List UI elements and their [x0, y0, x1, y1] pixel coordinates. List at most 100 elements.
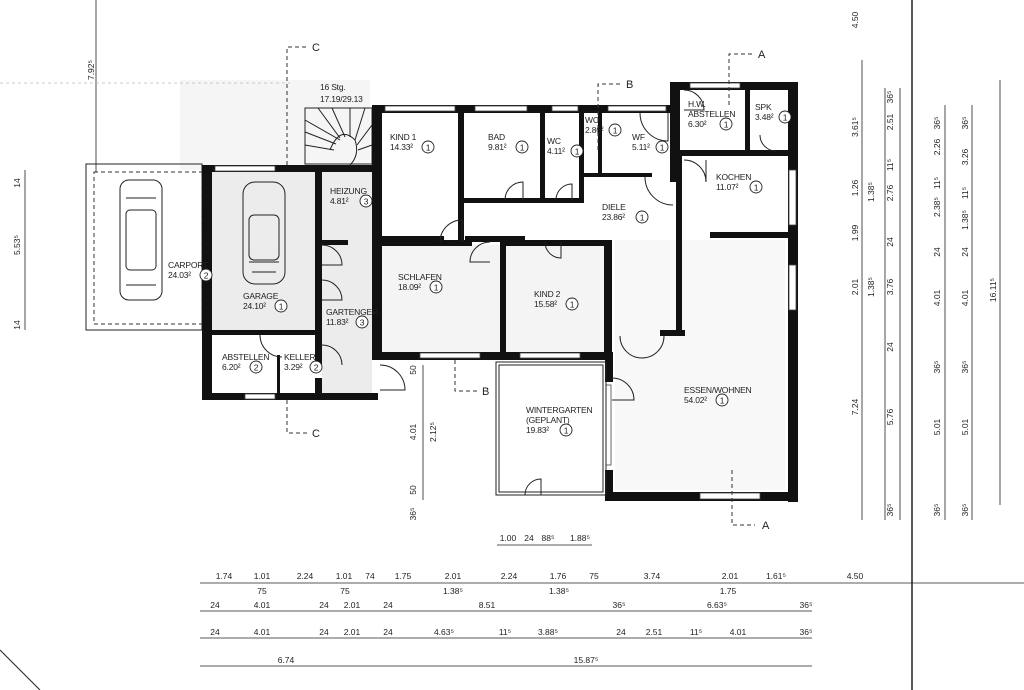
- category-circle-icon: [719, 117, 733, 131]
- room-name: KIND 1: [390, 132, 417, 142]
- room-area: 18.09²: [398, 282, 421, 292]
- dimension-label: 24: [885, 342, 895, 352]
- dimension-label: 4.01: [932, 289, 942, 306]
- room-area: 3.48²: [755, 112, 774, 122]
- stair-steps-label: 16 Stg.: [320, 82, 346, 92]
- room-name: SCHLAFEN: [398, 272, 442, 282]
- room-area: 19.83²: [526, 425, 549, 435]
- dimension-label: 2.24: [297, 571, 314, 581]
- dimension-label: 50: [408, 365, 418, 375]
- dimension-label: 2.38⁵: [932, 197, 942, 217]
- dimension-label: 1.74: [216, 571, 233, 581]
- dimension-label: 2.51: [646, 627, 663, 637]
- room-name: WINTERGARTEN: [526, 405, 592, 415]
- room-area: 4.11²: [547, 146, 565, 156]
- dimension-label: 15.87⁵: [574, 655, 599, 665]
- dimension-label: 2.01: [850, 278, 860, 295]
- room-name: WC: [585, 115, 599, 125]
- dimension-label: 1.38⁵: [960, 210, 970, 230]
- dimension-label: 50: [408, 485, 418, 495]
- dimension-label: 4.01: [408, 423, 418, 440]
- category-circle-icon: [309, 360, 323, 374]
- dimension-label: 4.01: [960, 289, 970, 306]
- category-circle-icon: [515, 140, 529, 154]
- room-name: GARAGE: [243, 291, 279, 301]
- room-name: KOCHEN: [716, 172, 751, 182]
- room-area: 54.02²: [684, 395, 707, 405]
- room-area: 11.83²: [326, 317, 349, 327]
- dimension-label: 24: [885, 237, 895, 247]
- dimension-label: 1.76: [550, 571, 567, 581]
- room-name-line2: ABSTELLEN: [688, 109, 735, 119]
- dimension-label: 11⁵: [960, 187, 970, 199]
- section-lines: [286, 46, 755, 526]
- dimension-label: 36⁵: [960, 117, 970, 130]
- room-area: 11.07²: [716, 182, 739, 192]
- dimension-label: 1.99: [850, 224, 860, 241]
- category-circle-icon: [608, 123, 622, 137]
- dimension-label: 74: [365, 571, 375, 581]
- category-circle-icon: [199, 268, 213, 282]
- room-area: 3.29²: [284, 362, 303, 372]
- section-marker-b-top: B: [626, 79, 633, 91]
- room-name: SPK: [755, 102, 772, 112]
- dimension-label: 7.92⁵: [86, 60, 96, 80]
- room-name: CARPORT: [168, 260, 208, 270]
- room-name: WF: [632, 132, 645, 142]
- room-category: 1: [640, 213, 645, 223]
- dimension-label: 2.01: [722, 571, 739, 581]
- room-name: DIELE: [602, 202, 626, 212]
- room-category: 1: [520, 143, 525, 153]
- dimension-label: 4.01: [730, 627, 747, 637]
- dimension-label: 24: [210, 627, 220, 637]
- windows: [214, 82, 797, 500]
- category-circle-icon: [655, 140, 669, 154]
- room-category: 1: [720, 396, 725, 406]
- category-circle-icon: [249, 360, 263, 374]
- dimension-label: 24: [383, 627, 393, 637]
- room-area: 14.33²: [390, 142, 413, 152]
- dimension-label: 1.26: [850, 179, 860, 196]
- room-category: 1: [783, 113, 788, 123]
- category-circle-icon: [778, 110, 792, 124]
- room-name: ABSTELLEN: [222, 352, 269, 362]
- dimension-lines: [0, 0, 1024, 667]
- dimension-label: 5.76: [885, 408, 895, 425]
- dimension-label: 11⁵: [885, 159, 895, 171]
- wintergarten-outline: [495, 361, 607, 496]
- room-area: 24.10²: [243, 301, 266, 311]
- dimension-label: 24: [960, 247, 970, 257]
- category-circle-icon: [570, 144, 584, 158]
- dimension-label: 2.01: [445, 571, 462, 581]
- doors: [259, 89, 777, 496]
- dimension-label: 36⁵: [932, 117, 942, 130]
- dimension-label: 4.01: [254, 600, 271, 610]
- category-circle-icon: [749, 180, 763, 194]
- dimension-label: 2.76: [885, 184, 895, 201]
- room-category: 2: [204, 271, 209, 281]
- room-area: 6.20²: [222, 362, 241, 372]
- category-circle-icon: [355, 315, 369, 329]
- section-marker-a-top: A: [758, 49, 766, 61]
- dimension-label: 5.01: [960, 418, 970, 435]
- room-name-line2: (GEPLANT): [526, 415, 570, 425]
- category-circle-icon: [559, 423, 573, 437]
- dimension-label: 4.50: [847, 571, 864, 581]
- dimension-label: 8.51: [479, 600, 496, 610]
